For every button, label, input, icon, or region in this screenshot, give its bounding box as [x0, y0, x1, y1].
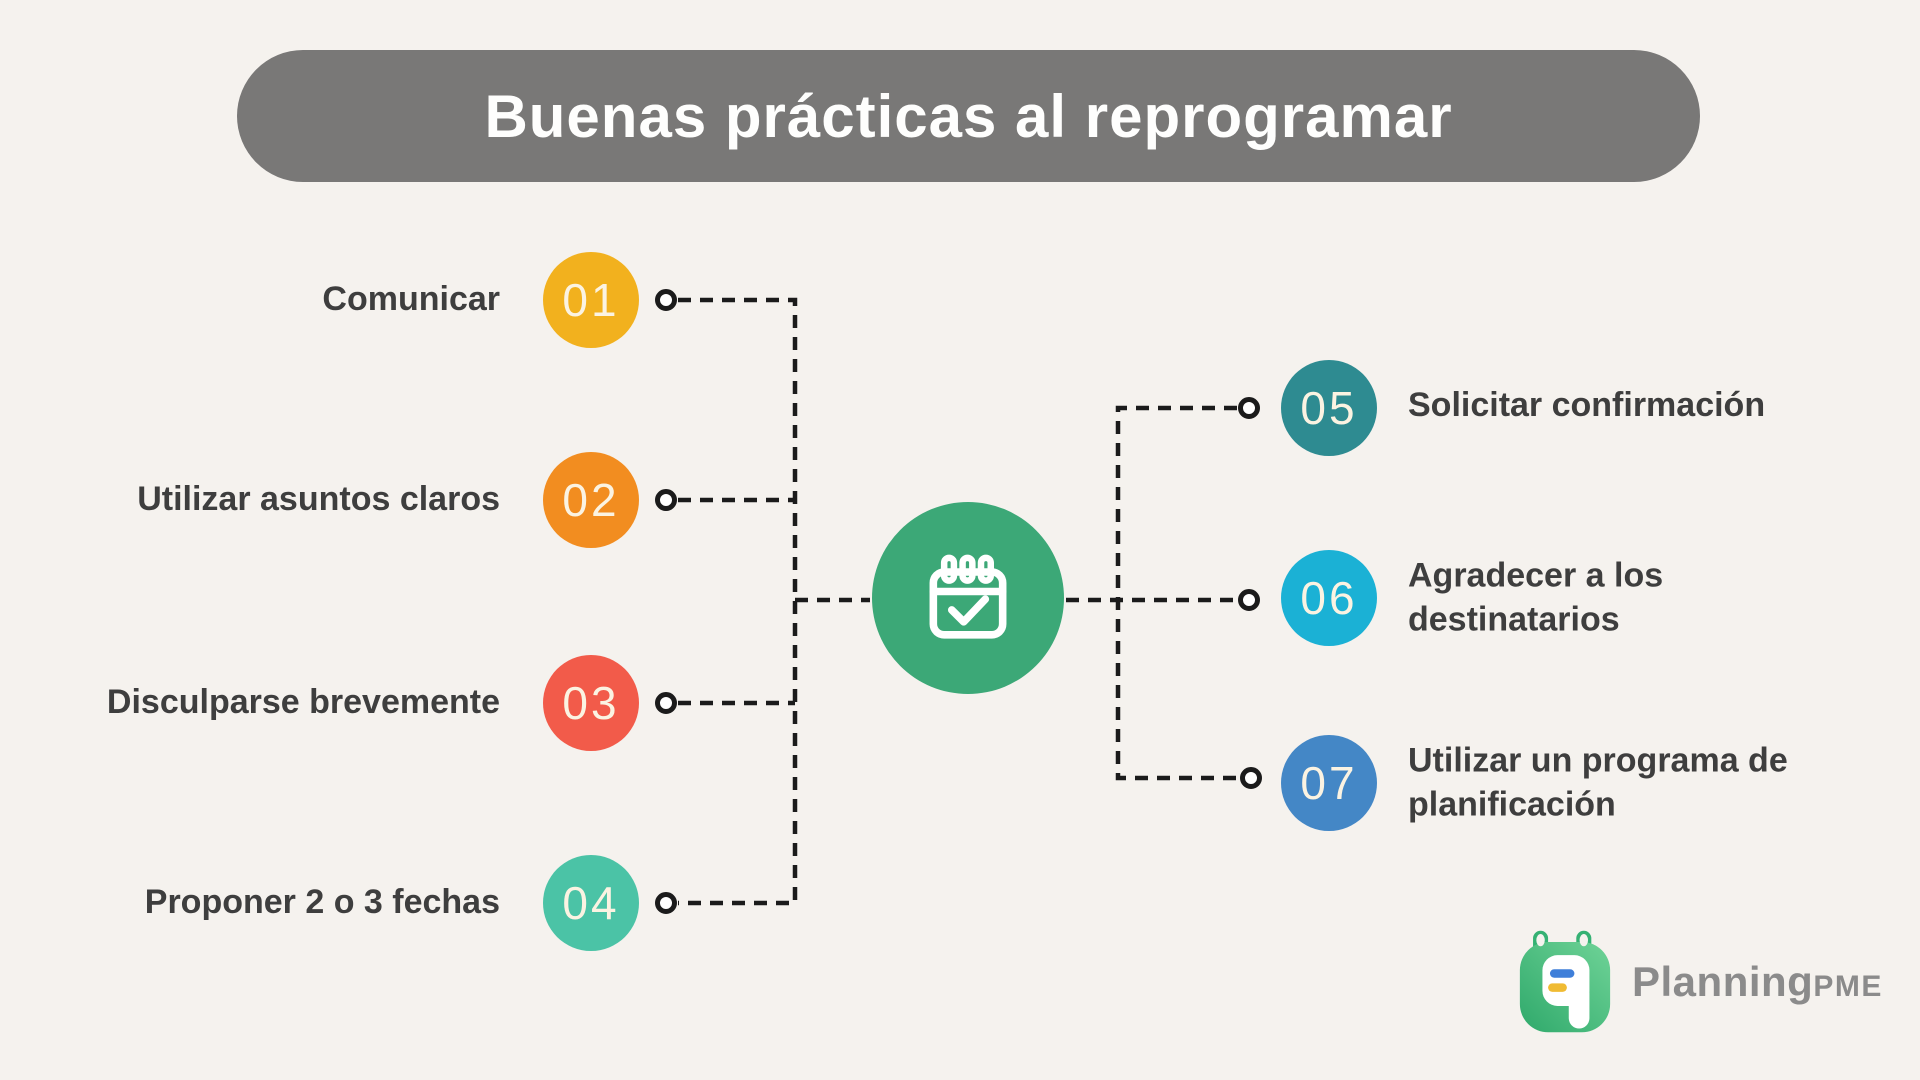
step-number: 02	[562, 474, 620, 526]
title-banner: Buenas prácticas al reprogramar	[237, 50, 1700, 182]
step-number: 05	[1300, 382, 1358, 434]
item-label-proponer-fechas: Proponer 2 o 3 fechas	[144, 883, 500, 922]
step-circle-07: 07	[1281, 735, 1377, 831]
step-circle-06: 06	[1281, 550, 1377, 646]
step-number: 04	[562, 877, 620, 929]
item-label-programa: Utilizar un programa de planificación	[1408, 741, 1788, 823]
item-label-agradecer: Agradecer a los destinatarios	[1408, 556, 1664, 638]
step-number: 01	[562, 274, 620, 326]
item-label-asuntos-claros: Utilizar asuntos claros	[137, 480, 500, 519]
item-label-disculparse: Disculparse brevemente	[106, 683, 500, 722]
logo-suffix-text: PME	[1813, 969, 1883, 1003]
step-circle-01: 01	[543, 252, 639, 348]
calendar-check-icon	[872, 502, 1064, 694]
step-number: 03	[562, 677, 620, 729]
logo-brand-text: Planning	[1632, 957, 1814, 1005]
item-label-comunicar: Comunicar	[322, 280, 500, 319]
step-circle-02: 02	[543, 452, 639, 548]
planningpme-logo-icon	[1519, 930, 1611, 1033]
step-number: 07	[1300, 757, 1358, 809]
step-circle-05: 05	[1281, 360, 1377, 456]
step-circle-03: 03	[543, 655, 639, 751]
page-title: Buenas prácticas al reprogramar	[484, 82, 1453, 150]
step-number: 06	[1300, 572, 1358, 624]
item-label-solicitar: Solicitar confirmación	[1408, 386, 1766, 425]
step-circle-04: 04	[543, 855, 639, 951]
